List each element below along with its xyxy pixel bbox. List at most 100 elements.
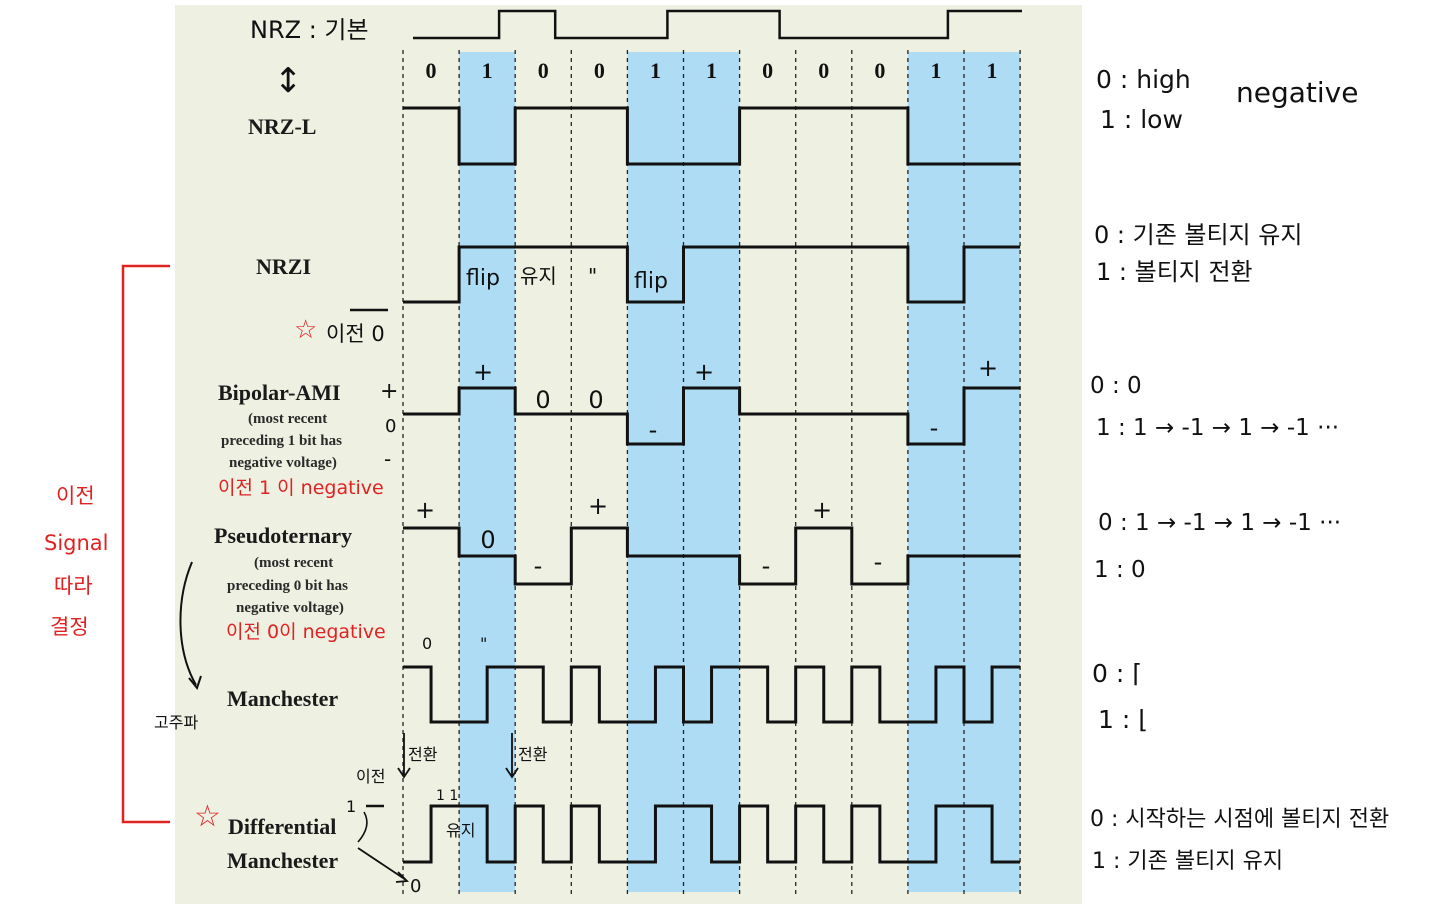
bit-label-2: 0 (538, 58, 549, 83)
note-nrzi-a: 0 : 기존 볼티지 유지 (1094, 221, 1302, 249)
manchester-wave (403, 665, 1021, 724)
ami-mark-3: - (649, 416, 658, 444)
pseudo-sub-3: negative voltage) (236, 600, 344, 616)
diff-one-mark: 1 (346, 797, 356, 816)
red-note-4: 결정 (50, 615, 89, 639)
down-arrow-icon (397, 733, 411, 779)
bracket-tick (357, 811, 368, 843)
pseudo-mark-5: + (812, 496, 832, 524)
nrzi-flip-note-1: flip (466, 266, 500, 291)
highlight-col-9 (907, 52, 964, 892)
bit-label-10: 1 (987, 58, 998, 83)
note-ami-b: 1 : 1 → -1 → 1 → -1 ··· (1096, 415, 1339, 441)
pseudo-level-marks: +0-+-+- (415, 492, 882, 580)
label-bipolar-ami: Bipolar-AMI (218, 380, 341, 405)
curve-arrow (179, 561, 197, 686)
double-arrow-icon: ↕ (274, 61, 303, 101)
bit-label-5: 1 (706, 58, 717, 83)
ami-sub-3: negative voltage) (229, 455, 337, 471)
label-diff-manchester: Manchester (227, 848, 338, 873)
ami-sub-2: preceding 1 bit has (221, 433, 342, 449)
bit-label-0: 0 (426, 58, 437, 83)
man-mark-0: 0 (422, 634, 432, 653)
red-bracket (121, 264, 170, 824)
man-mark-1: " (480, 634, 487, 653)
nrzl-wave (403, 106, 1021, 166)
note-diff-a: 0 : 시작하는 시점에 볼티지 전환 (1090, 807, 1389, 832)
nrzi-wave (403, 245, 1021, 304)
note-pseudo-b: 1 : 0 (1094, 557, 1146, 583)
highlight-col-1 (459, 52, 516, 892)
highlight-col-4 (627, 52, 684, 892)
note-man-a: 0 : ⌈ (1092, 659, 1142, 688)
label-pseudoternary: Pseudoternary (214, 523, 352, 548)
red-note-2: Signal (44, 531, 109, 555)
ami-mark-2: 0 (588, 386, 603, 414)
note-nrzl-a: 0 : high (1096, 65, 1191, 94)
ami-level-marks: +0 0 - + - + (473, 354, 998, 444)
diff-keep-note: 유지 (446, 821, 475, 840)
pseudo-red-note: 이전 0이 negative (226, 621, 386, 643)
ami-mark-5: - (930, 414, 939, 442)
bit-label-6: 0 (762, 58, 773, 83)
pseudo-wave (403, 526, 1021, 586)
pseudo-mark-0: + (415, 496, 435, 524)
nrzi-prev-zero-note: 이전 0 (326, 322, 385, 346)
label-manchester: Manchester (227, 686, 338, 711)
diagonal-arrow-icon (357, 847, 409, 883)
ami-mark-1: 0 (535, 386, 550, 414)
diff-ticks: 1 1 (436, 788, 458, 804)
diff-trans-note-1: 전환 (408, 745, 438, 764)
label-nrzi: NRZI (256, 254, 311, 279)
star-icon: ☆ (294, 315, 317, 345)
bit-label-3: 0 (594, 58, 605, 83)
diff-zero-mark: 0 (410, 876, 421, 897)
note-man-b: 1 : ⌊ (1098, 705, 1148, 734)
nrz-basic-note: NRZ : 기본 (250, 16, 369, 44)
signal-waveforms (403, 9, 1022, 864)
red-note-3: 따라 (54, 574, 93, 598)
diff-prev-note: 이전 (356, 767, 385, 786)
pseudo-mark-3: + (588, 492, 608, 520)
highlight-col-5 (683, 52, 740, 892)
ami-plus-axis: + (380, 379, 398, 404)
arrow-head-icon (188, 675, 202, 691)
bit-one-highlights (459, 52, 1021, 892)
diff-trans-note-2: 전환 (518, 745, 548, 764)
bit-labels: 0 1 0 0 1 1 0 0 0 1 1 (426, 58, 998, 83)
ami-mark-0: + (473, 358, 493, 386)
ami-minus-axis: - (384, 447, 391, 471)
label-differential: Differential (228, 814, 336, 839)
label-nrz-l: NRZ-L (248, 114, 316, 139)
bit-label-8: 0 (874, 58, 885, 83)
ami-mark-6: + (978, 354, 998, 382)
diff-manchester-wave (403, 804, 1021, 864)
pseudo-sub-2: preceding 0 bit has (227, 578, 348, 594)
bit-label-7: 0 (818, 58, 829, 83)
bit-label-9: 1 (930, 58, 941, 83)
bit-label-1: 1 (482, 58, 493, 83)
pseudo-mark-1: 0 (480, 526, 495, 554)
ami-zero-axis: 0 (385, 416, 396, 437)
note-diff-b: 1 : 기존 볼티지 유지 (1092, 849, 1283, 874)
pseudo-mark-4: - (762, 552, 771, 580)
highlight-col-10 (964, 52, 1021, 892)
ami-red-note: 이전 1 이 negative (218, 477, 384, 499)
nrz-top-wave (413, 9, 1022, 40)
high-frequency-note: 고주파 (154, 713, 198, 732)
bit-label-4: 1 (650, 58, 661, 83)
ami-wave (403, 386, 1021, 446)
nrzi-flip-note-2: flip (634, 269, 668, 294)
pseudo-mark-2: - (534, 552, 543, 580)
down-arrow-icon-2 (505, 733, 519, 779)
ami-mark-4: + (694, 358, 714, 386)
red-note-1: 이전 (56, 484, 95, 508)
note-nrzl-c: negative (1236, 76, 1358, 109)
pseudo-sub-1: (most recent (254, 555, 333, 571)
note-nrzl-b: 1 : low (1100, 105, 1183, 134)
note-nrzi-b: 1 : 볼티지 전환 (1096, 258, 1253, 286)
note-ami-a: 0 : 0 (1090, 373, 1142, 399)
nrzi-keep-note: 유지 (520, 264, 557, 288)
note-pseudo-a: 0 : 1 → -1 → 1 → -1 ··· (1098, 510, 1341, 536)
